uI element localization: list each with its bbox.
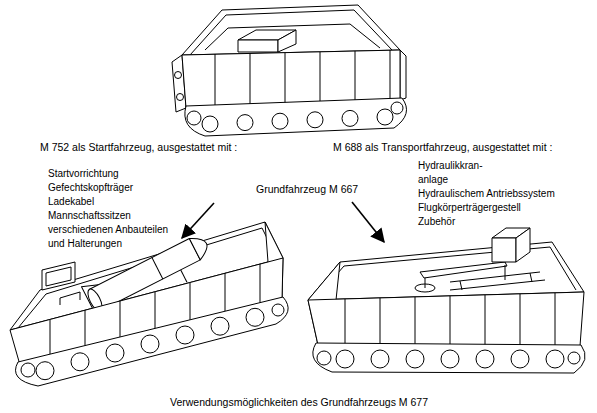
transport-vehicle-part: [492, 238, 516, 262]
launcher-vehicle-part: [71, 353, 89, 371]
base-vehicle-part: [202, 116, 218, 132]
equipment-item: Startvorrichtung: [48, 168, 119, 180]
transport-vehicle-part: [505, 265, 506, 280]
transport-vehicle-part: [406, 350, 424, 368]
launcher-vehicle: [10, 222, 288, 386]
transport-vehicle-part: [511, 350, 529, 368]
launcher-vehicle-part: [42, 262, 75, 290]
transport-vehicle-part: [450, 296, 451, 346]
transport-vehicle-part: [336, 350, 354, 368]
base-vehicle-part: [390, 50, 391, 100]
launcher-vehicle-part: [181, 270, 187, 282]
base-vehicle-part: [185, 98, 407, 136]
launcher-vehicle-part: [152, 258, 163, 279]
base-vehicle-part: [278, 30, 296, 52]
launcher-vehicle-part: [21, 363, 35, 377]
transport-vehicle: [308, 228, 585, 373]
equipment-item: Zubehör: [418, 216, 455, 228]
launcher-vehicle-part: [246, 308, 264, 326]
base-vehicle-part: [182, 5, 400, 55]
transport-vehicle-part: [450, 272, 540, 282]
base-vehicle-part: [355, 51, 356, 102]
figure-caption: Verwendungsmöglichkeiten des Grundfahrze…: [170, 396, 428, 408]
launcher-vehicle-part: [260, 264, 261, 305]
base-vehicle-part: [177, 94, 184, 101]
launcher-vehicle-part: [176, 326, 194, 344]
launcher-vehicle-part: [272, 304, 284, 316]
base-vehicle: [172, 5, 407, 136]
base-vehicle-part: [175, 72, 182, 79]
vehicle-heading: M 688 als Transportfahrzeug, ausgestatte…: [333, 141, 552, 153]
base-vehicle-part: [187, 111, 201, 125]
transport-vehicle-part: [420, 262, 507, 278]
base-vehicle-part: [377, 109, 393, 125]
transport-vehicle-part: [516, 228, 530, 262]
derivation-arrow-part: [352, 202, 384, 242]
base-vehicle-part: [250, 53, 251, 106]
launcher-vehicle-part: [155, 292, 156, 331]
transport-vehicle-part: [380, 298, 381, 345]
equipment-item: anlage: [418, 174, 448, 186]
launcher-vehicle-part: [46, 267, 71, 286]
transport-vehicle-part: [520, 294, 521, 346]
transport-vehicle-part: [313, 343, 585, 373]
base-vehicle-part: [320, 52, 321, 103]
transport-vehicle-part: [568, 352, 580, 364]
transport-vehicle-part: [316, 247, 576, 298]
equipment-item: Flugkörperträgergestell: [418, 202, 521, 214]
base-vehicle-part: [342, 110, 358, 126]
vehicle-heading: M 752 als Startfahrzeug, ausgestattet mi…: [40, 141, 237, 153]
base-vehicle-part: [272, 113, 288, 129]
transport-vehicle-part: [371, 350, 389, 368]
base-vehicle-part: [215, 54, 216, 107]
launcher-vehicle-part: [85, 310, 86, 349]
vehicle-name: Grundfahrzeug M 667: [256, 183, 358, 195]
launcher-vehicle-part: [141, 335, 159, 353]
launcher-vehicle-part: [189, 233, 211, 260]
transport-vehicle-part: [476, 350, 494, 368]
transport-vehicle-part: [441, 350, 459, 368]
base-vehicle-part: [285, 53, 286, 104]
base-vehicle-part: [190, 10, 392, 55]
transport-vehicle-part: [530, 273, 532, 282]
transport-vehicle-part: [345, 299, 346, 345]
equipment-item: Hydraulikkran-: [418, 160, 482, 172]
launcher-vehicle-part: [190, 283, 191, 323]
base-vehicle-part: [391, 102, 403, 114]
launcher-vehicle-part: [211, 317, 229, 335]
base-vehicle-part: [400, 50, 406, 100]
base-vehicle-part: [238, 40, 278, 52]
launcher-vehicle-part: [36, 362, 54, 380]
launcher-vehicle-part: [50, 320, 51, 357]
launcher-vehicle-part: [60, 292, 80, 305]
equipment-item: und Halterungen: [48, 238, 122, 250]
launcher-vehicle-part: [106, 344, 124, 362]
equipment-item: verschiedenen Anbauteilen: [48, 224, 168, 236]
derivation-arrow: [182, 202, 384, 242]
base-vehicle-part: [237, 115, 253, 131]
transport-vehicle-part: [485, 295, 486, 346]
launcher-vehicle-part: [16, 297, 289, 386]
base-vehicle-part: [307, 112, 323, 128]
transport-vehicle-part: [415, 297, 416, 345]
launcher-vehicle-part: [120, 301, 121, 340]
transport-vehicle-part: [460, 281, 462, 290]
transport-vehicle-part: [308, 242, 584, 300]
transport-vehicle-part: [546, 350, 564, 368]
transport-vehicle-part: [308, 292, 584, 346]
equipment-item: Gefechtskopfträger: [48, 182, 133, 194]
transport-vehicle-part: [450, 280, 545, 290]
equipment-item: Mannschaftssitzen: [48, 210, 131, 222]
transport-vehicle-part: [555, 293, 556, 346]
equipment-item: Hydraulischem Antriebssystem: [418, 188, 555, 200]
launcher-vehicle-part: [225, 273, 226, 314]
derivation-arrow-part: [182, 203, 214, 238]
equipment-item: Ladekabel: [48, 196, 94, 208]
transport-vehicle-part: [317, 351, 331, 365]
